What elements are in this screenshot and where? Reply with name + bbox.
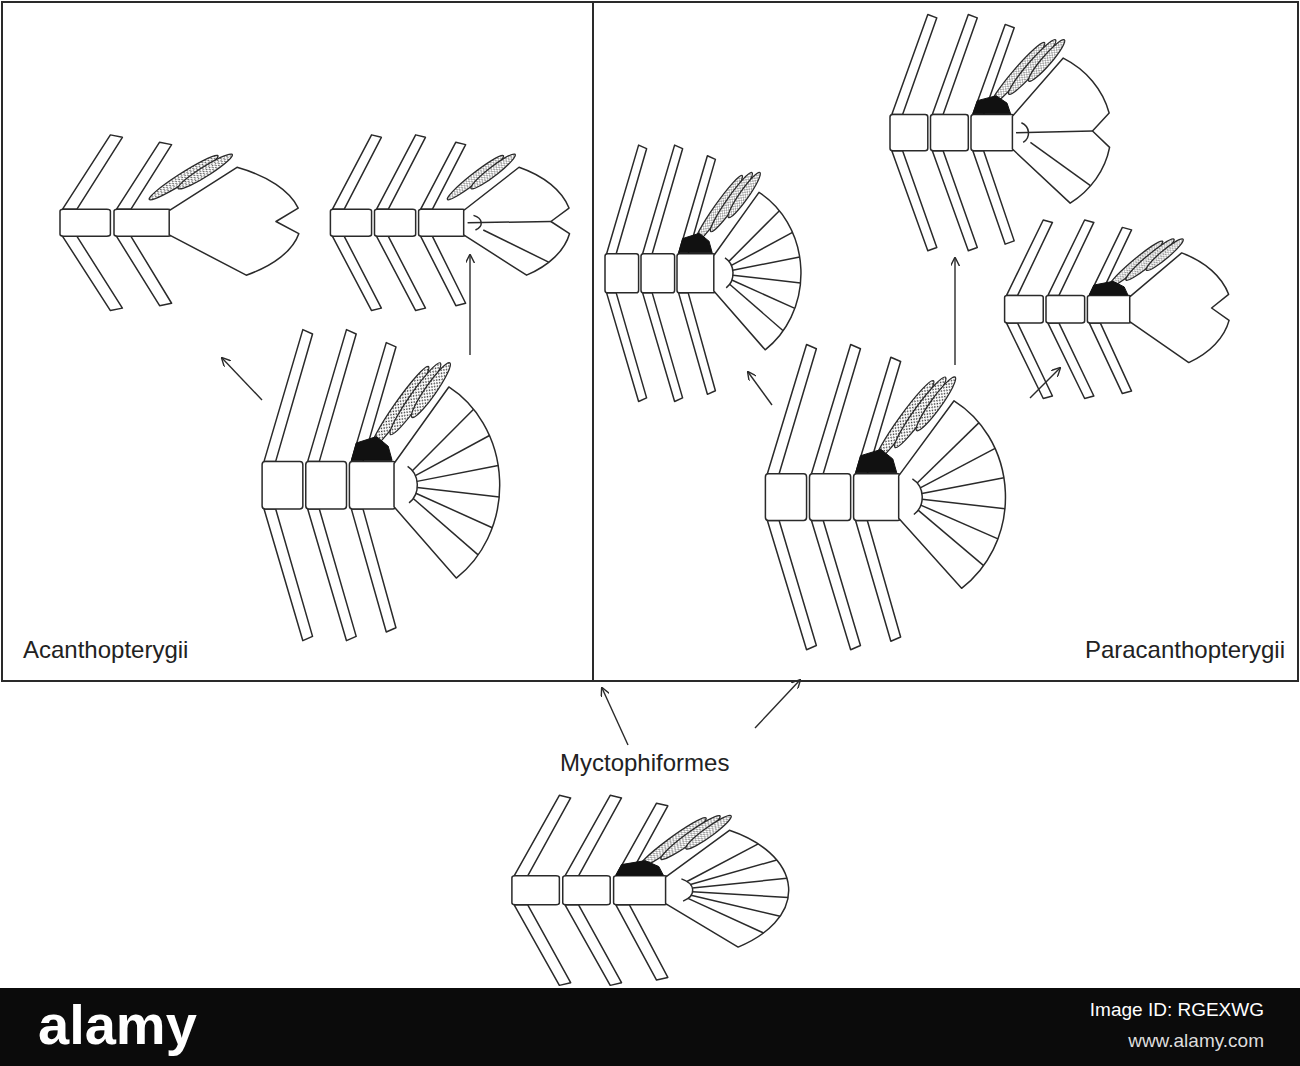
group-label: Myctophiformes [560,750,729,776]
group-panel: Paracanthopterygii [592,1,1299,682]
watermark-url: www.alamy.com [1128,1031,1264,1052]
watermark-logo: alamy [38,994,197,1056]
panel-label: Acanthopterygii [21,636,190,664]
group-panel: Acanthopterygii [1,1,594,682]
image-id: Image ID: RGEXWG [1090,1000,1264,1021]
panel-label: Paracanthopterygii [1083,636,1287,664]
